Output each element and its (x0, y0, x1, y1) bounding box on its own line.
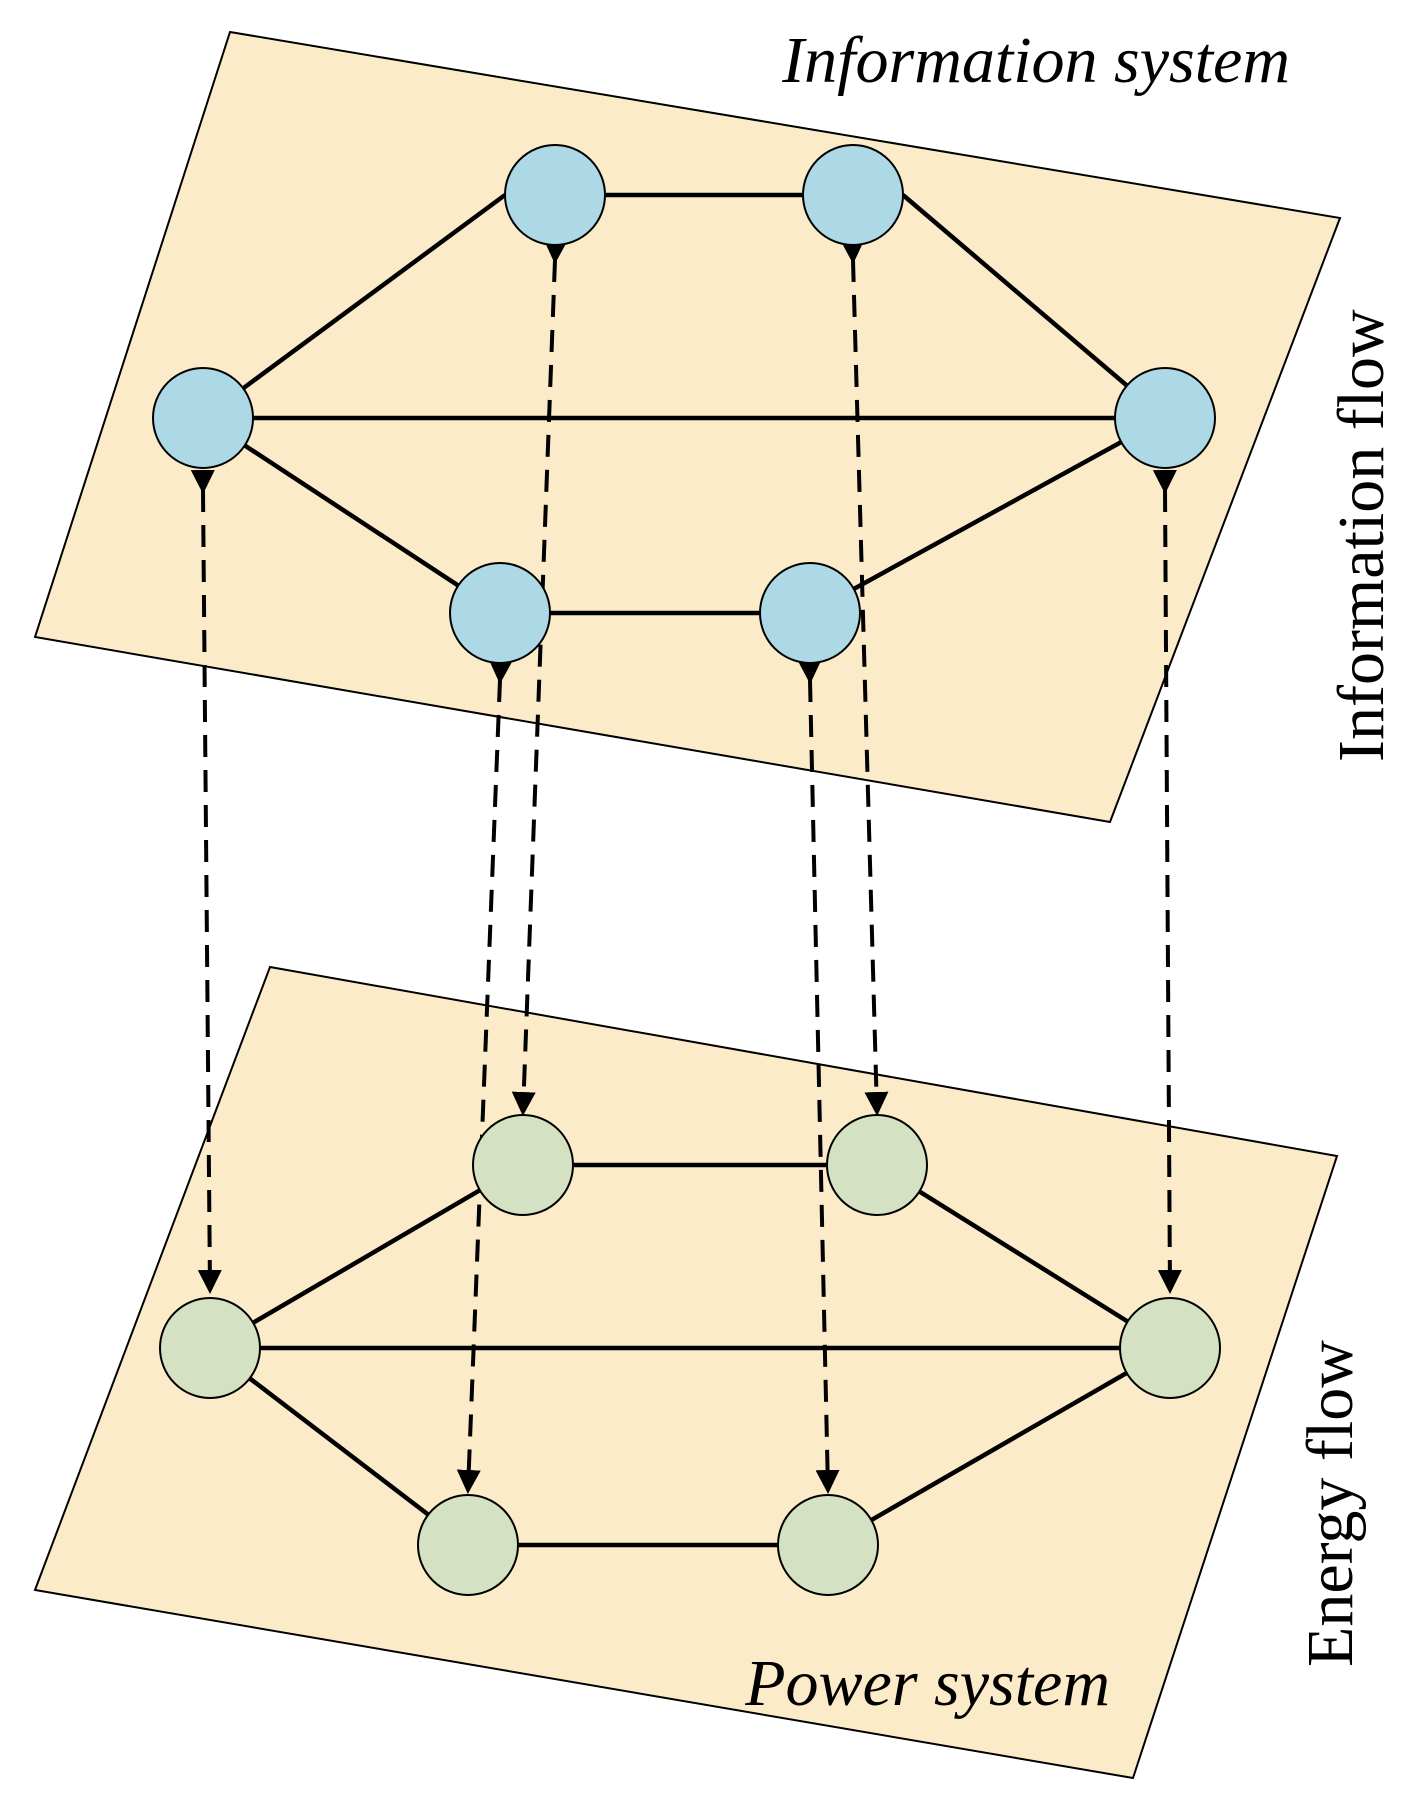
power-system-plane (33, 965, 1339, 1780)
energy-flow-label: Energy flow (1294, 1340, 1367, 1667)
link-right (1152, 469, 1182, 1294)
info-node (802, 144, 904, 246)
power-node (777, 1494, 879, 1596)
info-node (449, 562, 551, 664)
info-node (504, 144, 606, 246)
top-plane-label: Information system (781, 24, 1290, 97)
info-node (1114, 367, 1216, 469)
information-nodes (152, 144, 1216, 664)
link-left (190, 469, 222, 1294)
link-bottom-left (456, 659, 513, 1494)
power-nodes (159, 1114, 1221, 1596)
link-top-left (511, 239, 568, 1116)
bottom-plane-label: Power system (744, 1647, 1110, 1720)
coupling-links (190, 239, 1182, 1494)
information-system-plane (33, 30, 1342, 824)
link-top-right (840, 239, 889, 1116)
info-node (759, 562, 861, 664)
link-bottom-right (797, 659, 840, 1494)
power-node (1119, 1297, 1221, 1399)
power-node (159, 1297, 261, 1399)
information-flow-label: Information flow (1325, 309, 1398, 762)
power-node (826, 1114, 928, 1216)
power-node (472, 1114, 574, 1216)
power-node (417, 1494, 519, 1596)
info-node (152, 367, 254, 469)
